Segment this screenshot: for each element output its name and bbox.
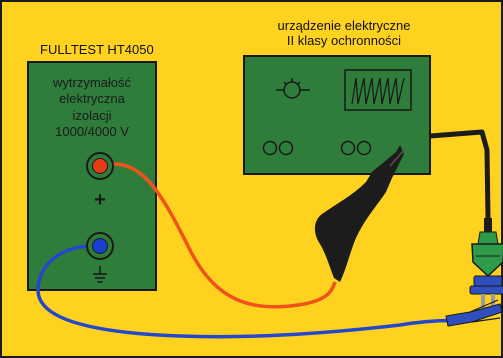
waveform-icon [344, 69, 412, 111]
appliance-cord [429, 129, 491, 219]
test-probe [314, 145, 405, 282]
tester-label-line-3: izolacji [72, 108, 112, 123]
appliance-label-line-1: urządzenie elektryczne [277, 18, 411, 33]
red-terminal [86, 152, 114, 180]
tester-label-line-4: 1000/4000 V [55, 124, 129, 139]
red-test-cable [99, 162, 337, 309]
tester-label-line-2: elektryczna [59, 91, 125, 106]
ground-symbol-icon [93, 266, 107, 283]
blue-terminal [86, 232, 114, 260]
plus-icon: + [94, 189, 106, 211]
tester-label-line-1: wytrzymałość [52, 75, 131, 90]
appliance-knobs [262, 140, 372, 156]
blue-test-cable [36, 244, 469, 339]
appliance-label-line-2: II klasy ochronności [286, 33, 402, 48]
device-title: FULLTEST HT4050 [40, 42, 154, 57]
power-plug [469, 218, 503, 308]
blue-clamp [445, 299, 503, 327]
lamp-icon [276, 78, 310, 99]
